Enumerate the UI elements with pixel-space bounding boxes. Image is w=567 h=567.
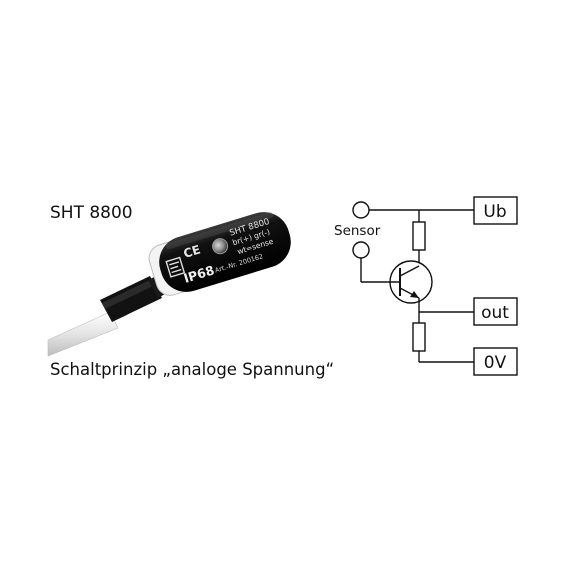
terminal-ub-label: Ub bbox=[483, 202, 506, 222]
resistor-top bbox=[412, 221, 426, 251]
sensor-label: Sensor bbox=[334, 223, 381, 239]
sensor-terminal-top bbox=[352, 201, 370, 219]
product-title: SHT 8800 bbox=[50, 203, 133, 223]
terminal-ub bbox=[473, 196, 518, 225]
terminal-0v bbox=[473, 347, 518, 376]
sensor-lens-icon bbox=[212, 238, 229, 255]
sensor-terminal-bottom bbox=[352, 241, 370, 259]
terminal-out bbox=[473, 297, 518, 326]
npn-transistor bbox=[389, 260, 433, 304]
manufacturer-logo-icon bbox=[165, 256, 186, 278]
sensor-cable bbox=[47, 311, 119, 357]
terminal-0v-label: 0V bbox=[484, 353, 507, 373]
circuit-caption: Schaltprinzip „analoge Spannung“ bbox=[50, 360, 335, 379]
resistor-bottom bbox=[412, 322, 426, 352]
ce-mark: CE bbox=[182, 242, 202, 260]
terminal-out-label: out bbox=[481, 303, 509, 323]
